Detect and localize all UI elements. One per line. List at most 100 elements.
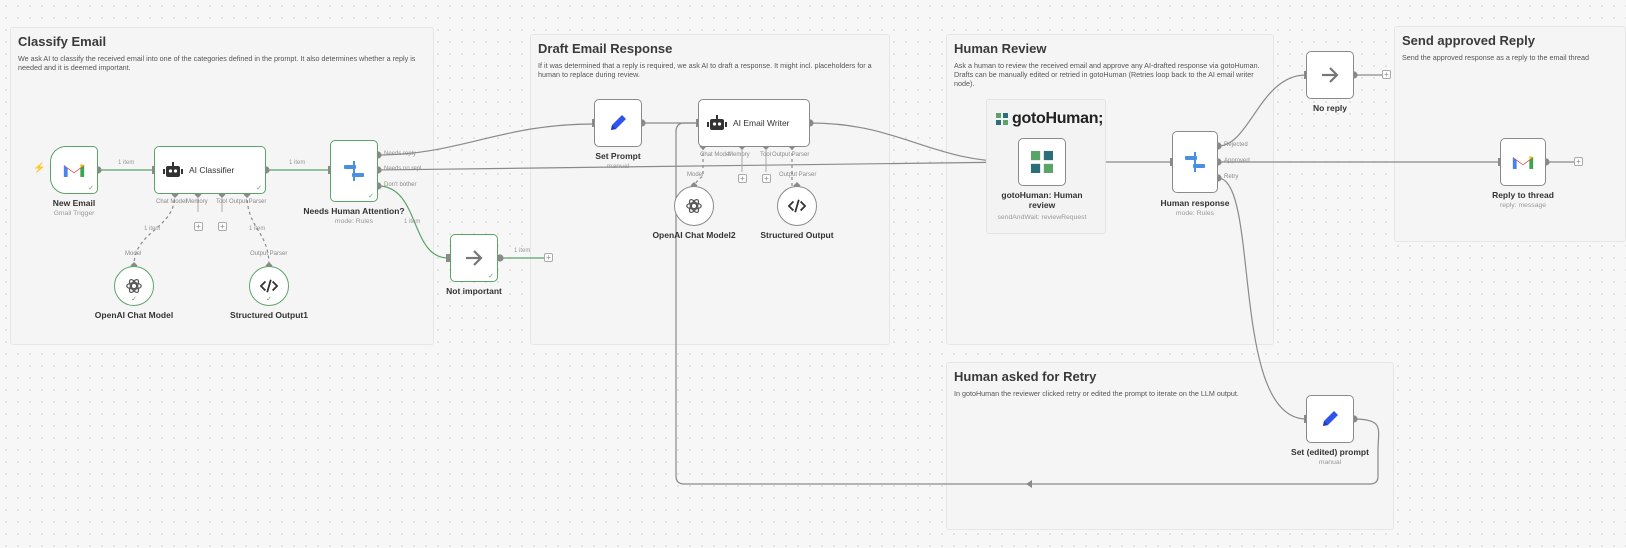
add-node-button[interactable]: + — [1382, 70, 1391, 79]
success-check-icon: ✓ — [256, 185, 262, 192]
node-set-edited-prompt[interactable] — [1306, 395, 1354, 443]
openai-icon — [686, 198, 702, 214]
add-node-button[interactable]: + — [1574, 157, 1583, 166]
wire-classifier-output-parser — [246, 193, 270, 267]
sticky-text: Send the approved response as a reply to… — [1402, 53, 1589, 62]
sticky-draft-email-response[interactable]: Draft Email Response If it was determine… — [530, 34, 890, 345]
node-needs-human-attention[interactable]: ✓ — [330, 140, 378, 202]
node-title: Structured Output1 — [230, 310, 308, 320]
pencil-icon — [1323, 411, 1338, 426]
node-title: Reply to thread — [1492, 190, 1554, 200]
code-icon — [788, 199, 806, 213]
item-count-label: 1 item — [289, 160, 306, 166]
node-title: Not important — [446, 286, 502, 296]
node-ai-classifier[interactable]: AI Classifier ✓ — [154, 146, 266, 194]
node-title: No reply — [1312, 103, 1347, 113]
node-structured-output[interactable] — [777, 186, 817, 226]
node-title: Human response — [1160, 198, 1230, 208]
robot-icon — [163, 162, 183, 177]
input-label-tool: Tool — [760, 152, 772, 158]
node-gotohuman-review[interactable] — [1018, 138, 1066, 186]
success-check-icon: ✓ — [266, 296, 272, 303]
output-label-needs-reply: Needs reply — [384, 151, 417, 157]
sticky-title: Human asked for Retry — [954, 369, 1097, 384]
node-title: gotoHuman: Human review — [1001, 190, 1083, 210]
add-tool-button[interactable]: + — [218, 222, 227, 231]
sticky-title: Human Review — [954, 41, 1047, 56]
item-count-label: 1 item — [404, 219, 421, 225]
trigger-bolt-icon: ⚡ — [33, 163, 46, 174]
node-not-important[interactable]: ✓ — [450, 234, 498, 282]
node-title: Structured Output — [760, 230, 834, 240]
node-subtitle: manual — [606, 163, 630, 170]
output-label-dont-bother: Don't bother — [384, 182, 417, 188]
input-label-output-parser: Output Parser — [229, 199, 267, 205]
node-subtitle: manual — [1318, 459, 1342, 466]
node-subtitle: mode: Rules — [334, 218, 374, 225]
node-new-email[interactable]: ✓ — [50, 146, 98, 194]
add-node-button[interactable]: + — [544, 253, 553, 262]
sticky-text: If it was determined that a reply is req… — [538, 61, 872, 79]
switch-icon — [1185, 152, 1205, 172]
code-icon — [260, 279, 278, 293]
sticky-text: Ask a human to review the received email… — [954, 61, 1260, 70]
input-label-output-parser: Output Parser — [779, 172, 817, 178]
node-subtitle: Gmail Trigger — [53, 210, 95, 217]
node-subtitle: sendAndWait: reviewRequest — [997, 214, 1087, 221]
sticky-title: Send approved Reply — [1402, 33, 1535, 48]
gmail-icon — [1512, 155, 1534, 169]
success-check-icon: ✓ — [488, 273, 494, 280]
switch-icon — [344, 161, 364, 181]
gotohuman-logo: gotoHuman; — [996, 110, 1104, 128]
item-count-label: 1 item — [144, 226, 161, 232]
input-label-chat-model: Chat Model — [700, 152, 731, 158]
wire-rejected-to-no-reply — [1217, 74, 1307, 147]
input-label-model: Model — [687, 172, 704, 178]
openai-icon — [126, 278, 142, 294]
sticky-text-2: Drafts can be manually edited or retried… — [954, 70, 1254, 88]
sticky-text: In gotoHuman the reviewer clicked retry … — [954, 389, 1239, 398]
arrow-right-icon — [466, 250, 483, 266]
node-ai-email-writer[interactable]: AI Email Writer — [698, 99, 810, 147]
node-label: AI Email Writer — [733, 118, 790, 128]
input-label-model: Model — [125, 251, 142, 257]
input-label-chat-model: Chat Model — [156, 199, 187, 205]
success-check-icon: ✓ — [131, 296, 137, 303]
node-set-prompt[interactable] — [594, 99, 642, 147]
add-memory-button[interactable]: + — [738, 174, 747, 183]
input-label-memory: Memory — [186, 199, 208, 205]
wire-dont-bother-to-not-important — [377, 185, 449, 259]
gotohuman-icon — [1031, 151, 1053, 173]
input-label-output-parser: Output Parser — [250, 251, 288, 257]
wire-classifier-chat-model — [133, 193, 176, 267]
sticky-title: Classify Email — [18, 34, 107, 49]
success-check-icon: ✓ — [88, 185, 94, 192]
gotohuman-logo-text: gotoHuman; — [1012, 110, 1104, 127]
node-no-reply[interactable] — [1306, 51, 1354, 99]
node-openai-chat-model2[interactable] — [674, 186, 714, 226]
gmail-icon — [63, 163, 85, 177]
input-label-memory: Memory — [728, 152, 750, 158]
node-openai-chat-model[interactable]: ✓ — [114, 266, 154, 306]
node-human-response[interactable] — [1172, 131, 1218, 193]
node-title: Set (edited) prompt — [1291, 447, 1369, 457]
input-label-tool: Tool — [216, 199, 228, 205]
sticky-human-asked-for-retry[interactable]: Human asked for Retry In gotoHuman the r… — [946, 362, 1394, 530]
item-count-label: 1 item — [514, 248, 531, 254]
wire-retry-to-edited-prompt — [1217, 177, 1307, 420]
add-tool-button[interactable]: + — [762, 174, 771, 183]
node-title: OpenAI Chat Model2 — [652, 230, 736, 240]
robot-icon — [707, 115, 727, 130]
node-reply-to-thread[interactable] — [1500, 138, 1546, 186]
output-label-needs-no-reply: Needs no repl... — [384, 166, 427, 172]
add-memory-button[interactable]: + — [194, 222, 203, 231]
success-check-icon: ✓ — [368, 193, 374, 200]
node-title: Set Prompt — [595, 151, 641, 161]
wire-needs-no-reply-to-gotohuman — [377, 161, 1017, 171]
item-count-label: 1 item — [118, 160, 135, 166]
sticky-send-approved-reply[interactable]: Send approved Reply Send the approved re… — [1394, 26, 1626, 242]
node-structured-output1[interactable]: ✓ — [249, 266, 289, 306]
output-label-approved: Approved — [1224, 158, 1250, 164]
